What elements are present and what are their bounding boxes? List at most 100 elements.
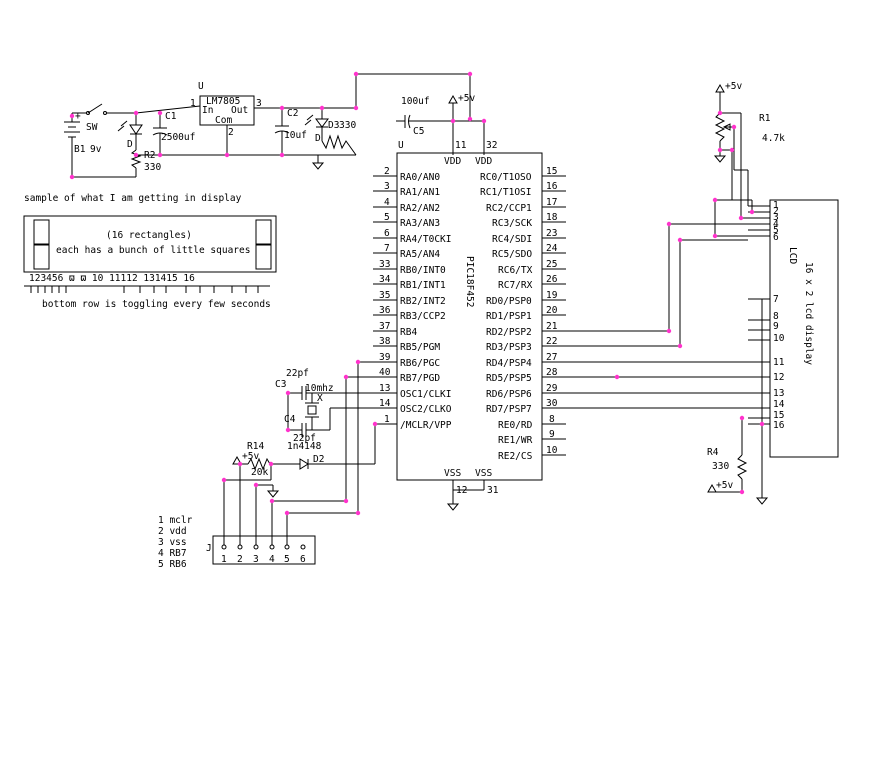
mcu-right-pin-num: 8 <box>549 414 555 425</box>
sample-line2: each has a bunch of little squares <box>56 245 250 256</box>
c3-label: C3 <box>275 379 286 390</box>
lcd-body <box>769 199 839 458</box>
mcu-left-pin-name: RB2/INT2 <box>400 296 446 307</box>
mcu-vdd1: VDD <box>444 156 461 167</box>
lcd-pin: 12 <box>773 372 784 383</box>
regulator-in: In <box>202 105 213 116</box>
mcu-right-pin-name: RE1/WR <box>498 435 533 446</box>
mcu-right-stubs <box>542 175 566 456</box>
mcu-right-pin-num: 24 <box>546 243 558 254</box>
mcu-vdd2: VDD <box>475 156 492 167</box>
mcu-right-pin-num: 23 <box>546 228 557 239</box>
mcu-right-pin-name: RD7/PSP7 <box>486 404 532 415</box>
header-pin: 3 <box>253 554 259 565</box>
header-body <box>212 535 316 565</box>
mcu-left-pin-name: RB0/INT0 <box>400 265 446 276</box>
mcu-left-pin-num: 13 <box>379 383 390 394</box>
legend-line: 1 mclr <box>158 515 193 526</box>
mcu-pin32: 32 <box>486 140 497 151</box>
lcd-pin: 2 <box>773 206 779 217</box>
lcd-pin: 9 <box>773 321 779 332</box>
power-supply: + B1 9v SW D R2 330 C1 2500uf <box>64 71 473 180</box>
mcu-right-pin-name: RC1/T1OSI <box>480 187 531 198</box>
mcu-right-pin-num: 19 <box>546 290 558 301</box>
lcd-pin: 11 <box>773 357 785 368</box>
header-ref: J <box>206 543 212 554</box>
battery-plus: + <box>75 111 81 122</box>
c2-value: 10uf <box>284 130 307 141</box>
crystal-freq: 10mhz <box>305 383 334 394</box>
mcu-left-pin-num: 14 <box>379 398 391 409</box>
crystal-x: X <box>317 393 323 404</box>
c5-label: C5 <box>413 126 424 137</box>
mcu-right-pin-name: RC0/T1OSO <box>480 172 532 183</box>
sample-lcd-box <box>23 215 277 273</box>
mcu-left-pin-name: OSC1/CLKI <box>400 389 451 400</box>
mcu-left-pin-name: RA3/AN3 <box>400 218 440 229</box>
mcu-vss2: VSS <box>475 468 492 479</box>
mcu-right-pin-num: 9 <box>549 429 555 440</box>
mcu-body <box>396 152 543 481</box>
led-label: D <box>127 139 133 150</box>
mcu-left-pin-num: 6 <box>384 228 390 239</box>
mcu-left-pin-name: RB1/INT1 <box>400 280 446 291</box>
decoupling-c5: 100uf C5 +5v <box>396 93 487 155</box>
r4-value: 330 <box>712 461 729 472</box>
mcu-right-pin-num: 20 <box>546 305 558 316</box>
regulator-out: Out <box>231 105 248 116</box>
c1-label: C1 <box>165 111 177 122</box>
mcu-left-pin-name: /MCLR/VPP <box>400 420 452 431</box>
regulator-pin1: 1 <box>190 98 196 109</box>
mcu-right-pin-num: 29 <box>546 383 558 394</box>
mcu-left-pin-name: RA2/AN2 <box>400 203 440 214</box>
sample-caption: sample of what I am getting in display <box>24 193 242 204</box>
mcu-left-pin-num: 38 <box>379 336 391 347</box>
legend-line: 2 vdd <box>158 526 187 537</box>
mcu-right-pin-name: RC2/CCP1 <box>486 203 532 214</box>
mcu-right-pin-name: RC3/SCK <box>492 218 532 229</box>
mcu-left-pin-num: 37 <box>379 321 390 332</box>
mcu-right-pin-name: RC7/RX <box>498 280 533 291</box>
c5-value: 100uf <box>401 96 430 107</box>
mcu-vss1: VSS <box>444 468 461 479</box>
lcd-pin: 15 <box>773 410 784 421</box>
mcu-right-labels: RC0/T1OSO 15 RC1/T1OSI 16 RC2/CCP1 17 RC… <box>480 166 558 462</box>
r1-value: 4.7k <box>762 133 785 144</box>
d3-label: D <box>315 133 321 144</box>
legend-line: 3 vss <box>158 537 187 548</box>
sample-display: sample of what I am getting in display (… <box>23 193 277 310</box>
sample-numbers: 123456 ϖ ϖ 10 11112 131415 16 <box>29 273 195 284</box>
lcd-desc: 16 x 2 lcd display <box>803 262 814 365</box>
mcu-left-pin-num: 35 <box>379 290 390 301</box>
mcu-right-pin-name: RD4/PSP4 <box>486 358 532 369</box>
mcu-right-pin-name: RE2/CS <box>498 451 533 462</box>
lcd-pin: 16 <box>773 420 785 431</box>
mcu-right-pin-num: 18 <box>546 212 558 223</box>
mcu-left-pin-name: RB4 <box>400 327 417 338</box>
regulator-pin2: 2 <box>228 127 234 138</box>
mcu-right-pin-num: 10 <box>546 445 558 456</box>
r14-value: 20k <box>251 467 268 478</box>
lcd-pin: 1 <box>773 200 779 211</box>
battery-label: B1 <box>74 144 86 155</box>
mcu-right-pin-num: 28 <box>546 367 558 378</box>
lcd-pin: 4 <box>773 219 779 230</box>
mcu-left-pin-num: 4 <box>384 197 390 208</box>
oscillator: 22pf C3 10mhz X C4 22pf <box>275 368 373 444</box>
mcu-right-pin-num: 15 <box>546 166 557 177</box>
mcu-left-pin-name: RA4/T0CKI <box>400 234 451 245</box>
diode-part: 1n4148 <box>287 441 322 452</box>
mcu-pin31: 31 <box>487 485 499 496</box>
c1-value: 2500uf <box>161 132 195 143</box>
sample-bottom: bottom row is toggling every few seconds <box>42 299 271 310</box>
mcu-left-pin-name: RB3/CCP2 <box>400 311 446 322</box>
mcu-right-pin-num: 27 <box>546 352 557 363</box>
mcu-part: PIC18F452 <box>464 256 475 307</box>
mcu-left-pin-name: RA1/AN1 <box>400 187 440 198</box>
lcd-pin: 6 <box>773 232 779 243</box>
header-pin: 4 <box>269 554 275 565</box>
mcu-right-pin-num: 22 <box>546 336 557 347</box>
reset-vplus: +5v <box>242 451 259 462</box>
lcd-pin: 10 <box>773 333 785 344</box>
header-pin: 2 <box>237 554 243 565</box>
